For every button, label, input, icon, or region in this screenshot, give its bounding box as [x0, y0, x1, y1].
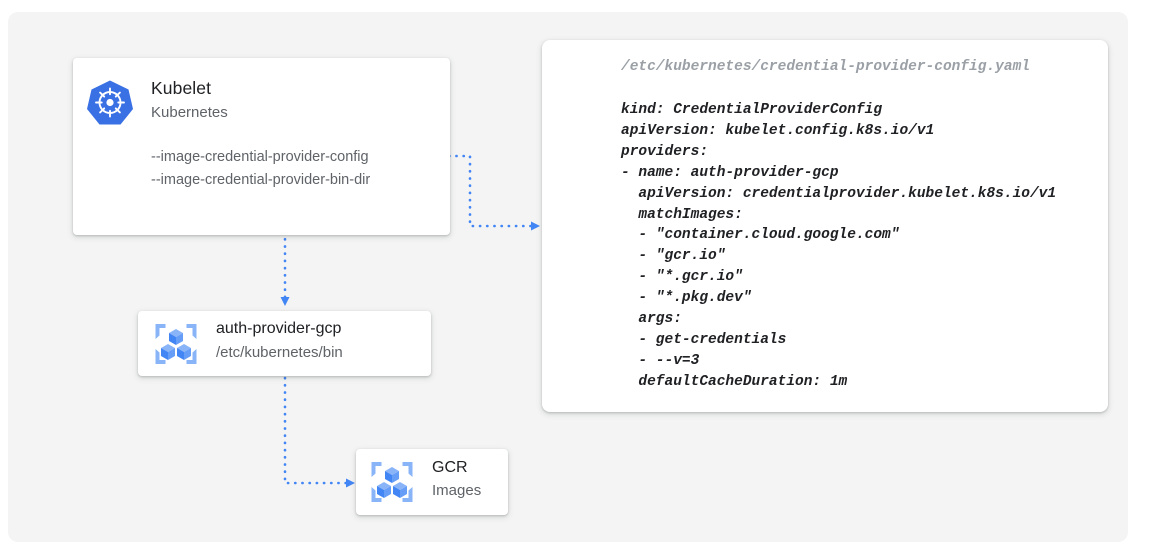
gcr-subtitle: Images — [432, 482, 482, 499]
yaml-file-path: /etc/kubernetes/credential-provider-conf… — [621, 59, 1030, 75]
kubelet-card[interactable]: Kubelet Kubernetes --image-credential-pr… — [73, 58, 450, 235]
kubelet-title: Kubelet — [151, 78, 212, 98]
yaml-content: kind: CredentialProviderConfig apiVersio… — [621, 102, 1057, 390]
kubernetes-helm-icon — [85, 78, 135, 128]
credential-provider-config-panel[interactable]: /etc/kubernetes/credential-provider-conf… — [542, 40, 1108, 412]
kubelet-flag-bin-dir: --image-credential-provider-bin-dir — [151, 172, 371, 188]
auth-provider-title: auth-provider-gcp — [216, 320, 342, 337]
kubelet-flag-list: --image-credential-provider-config --ima… — [151, 146, 370, 192]
auth-provider-gcp-card[interactable]: auth-provider-gcp /etc/kubernetes/bin — [138, 311, 431, 376]
auth-provider-subtitle: /etc/kubernetes/bin — [216, 344, 343, 361]
kubelet-flag-config: --image-credential-provider-config — [151, 149, 369, 165]
gcp-container-registry-icon — [368, 459, 416, 505]
gcr-title: GCR — [432, 459, 468, 476]
gcp-container-registry-icon — [152, 321, 200, 367]
kubelet-subtitle: Kubernetes — [151, 104, 228, 121]
gcr-card[interactable]: GCR Images — [356, 449, 508, 515]
